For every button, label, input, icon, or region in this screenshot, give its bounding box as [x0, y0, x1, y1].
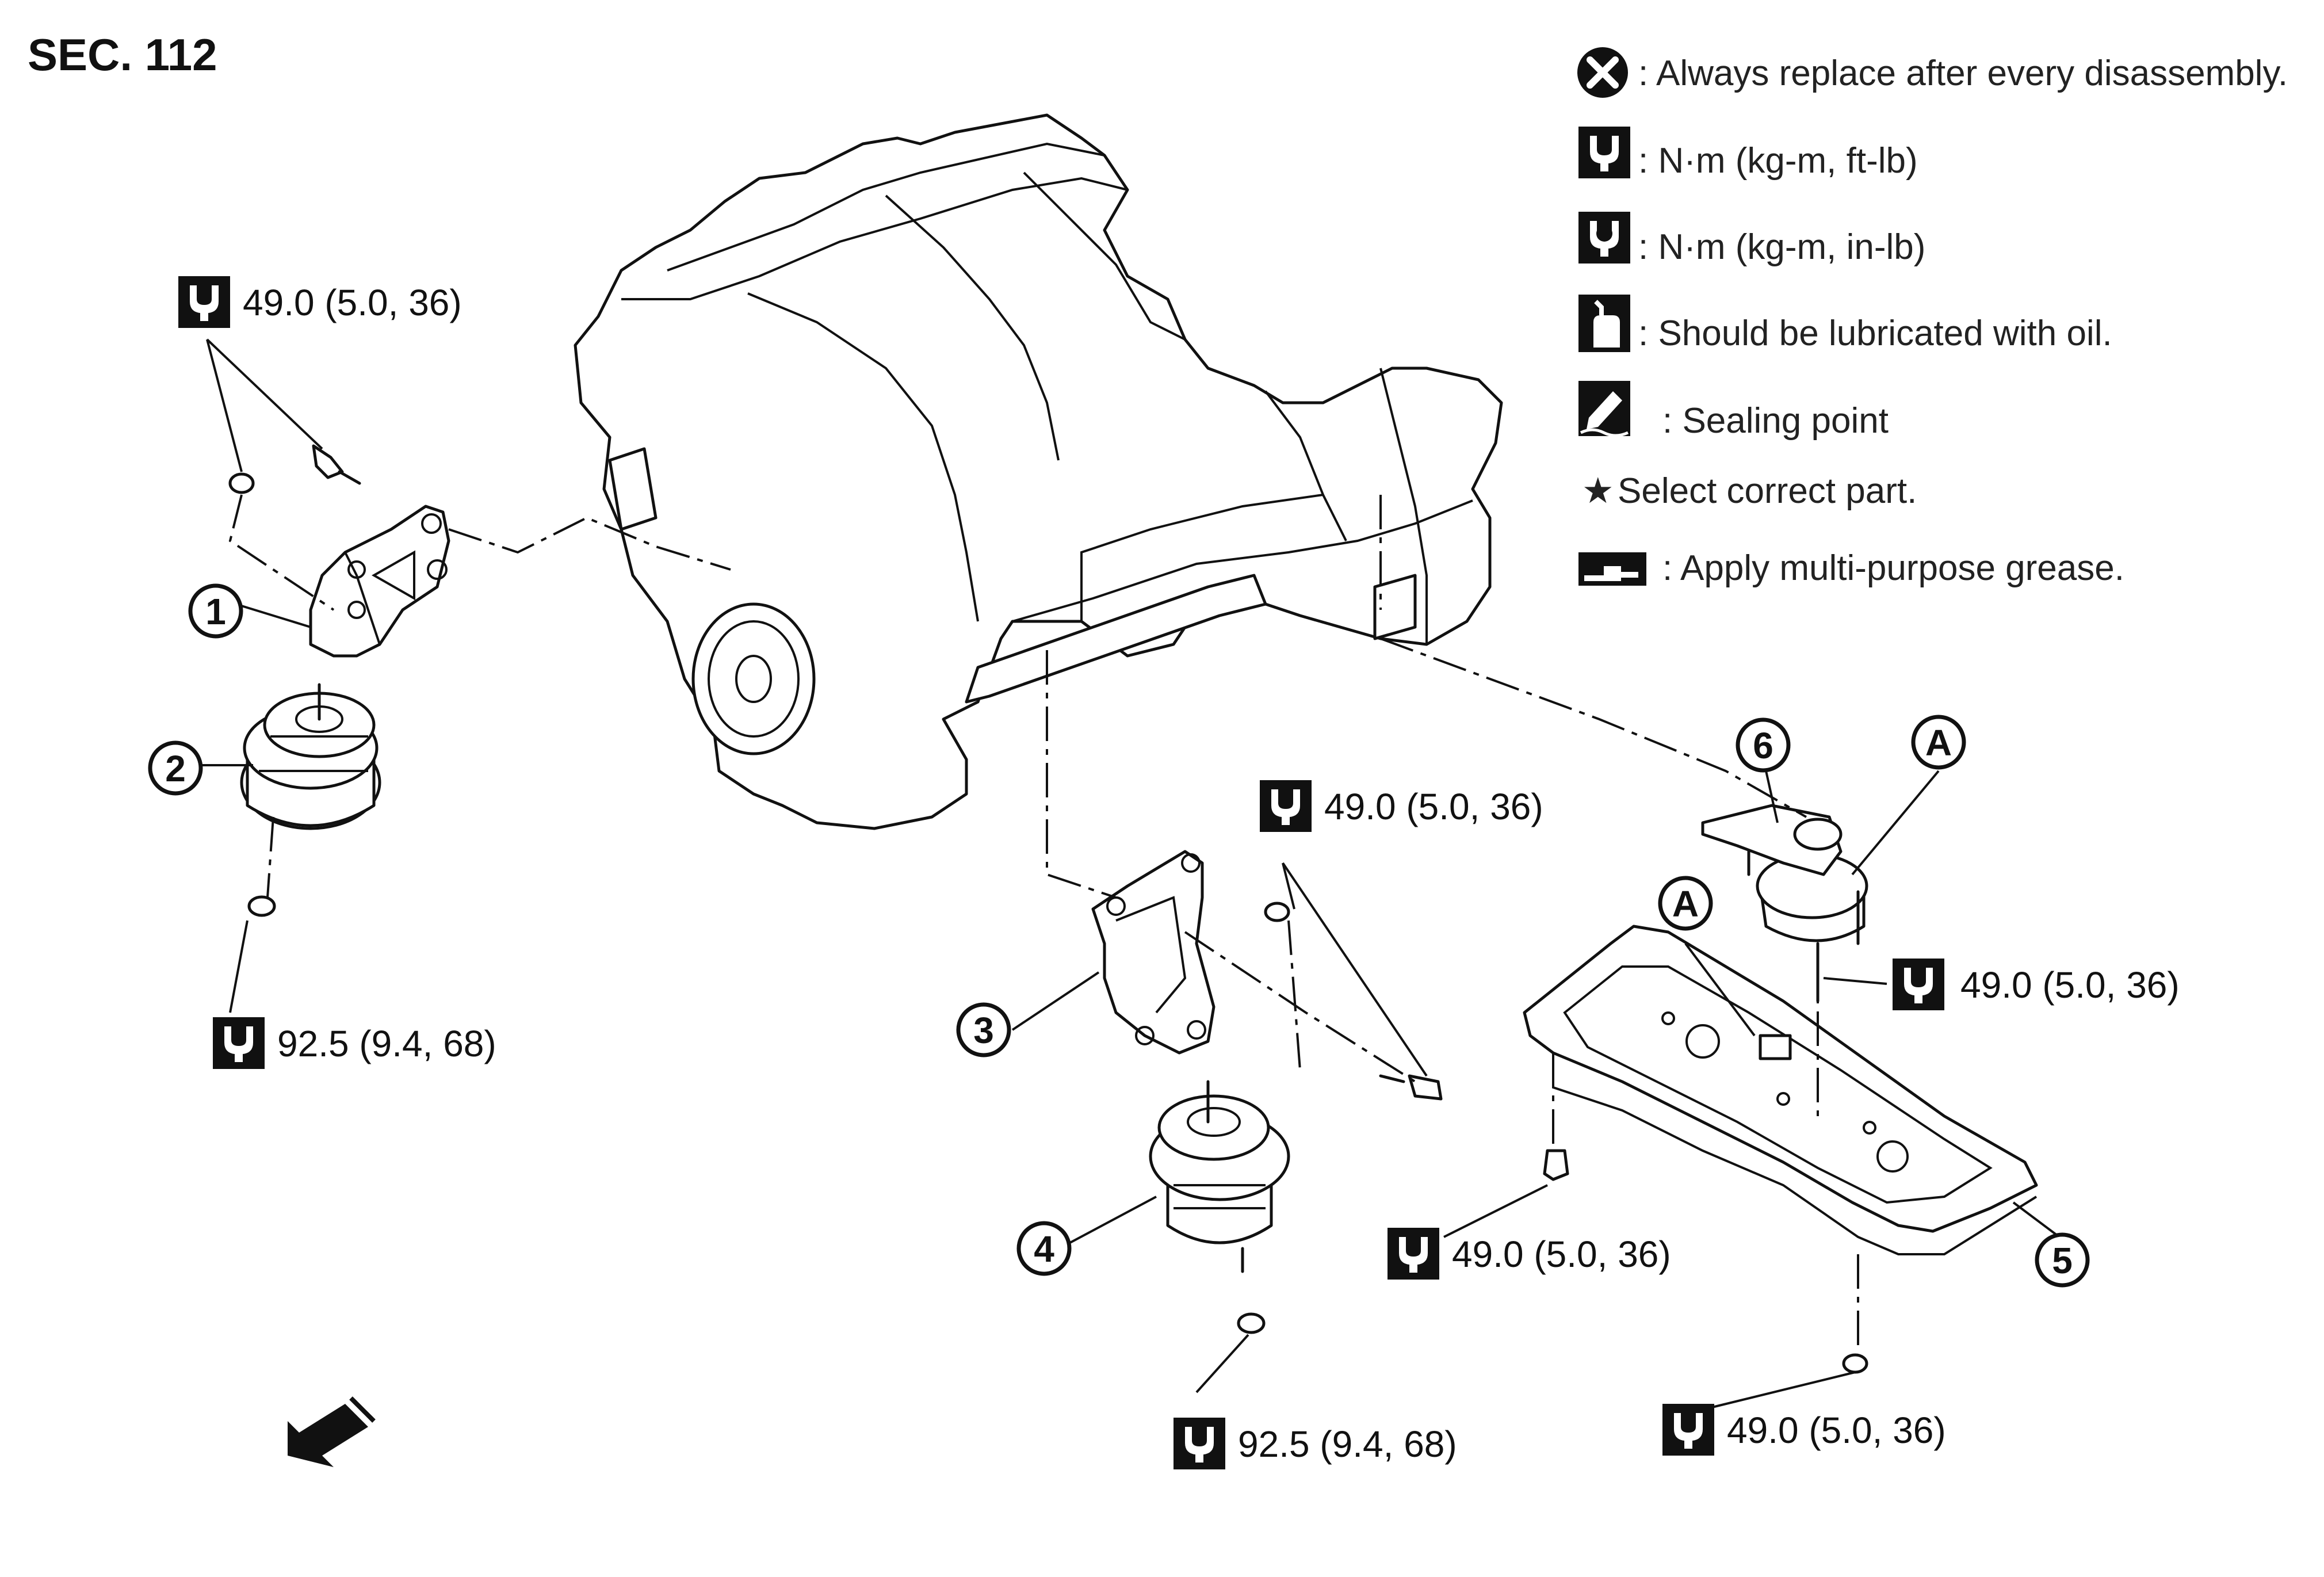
legend-item-oil: : Should be lubricated with oil.	[1638, 314, 2112, 353]
callout-2: 2	[148, 740, 203, 796]
torque-spec-7: 49.0 (5.0, 36)	[1662, 1404, 1946, 1456]
callout-a-upper: A	[1911, 715, 1966, 770]
torque-wrench-icon	[1387, 1228, 1439, 1280]
legend-item-replace: : Always replace after every disassembly…	[1638, 54, 2288, 93]
legend-item-sealing: : Sealing point	[1662, 401, 1889, 441]
torque-spec-6: 49.0 (5.0, 36)	[1387, 1228, 1671, 1280]
torque-spec-3-text: 49.0 (5.0, 36)	[1324, 786, 1543, 827]
torque-spec-4-text: 92.5 (9.4, 68)	[1238, 1423, 1457, 1465]
oil-can-icon	[1578, 295, 1630, 352]
grease-gun-icon	[1578, 552, 1646, 586]
torque-spec-4: 92.5 (9.4, 68)	[1174, 1418, 1457, 1469]
torque-spec-5: 49.0 (5.0, 36)	[1893, 959, 2180, 1010]
torque-wrench-icon	[213, 1017, 265, 1069]
torque-spec-2-text: 92.5 (9.4, 68)	[277, 1023, 496, 1064]
nut-rh-lower	[1237, 1312, 1266, 1334]
callout-4-label: 4	[1034, 1228, 1054, 1270]
callout-5: 5	[2035, 1232, 2090, 1288]
legend-item-select-part: Select correct part.	[1618, 471, 1917, 511]
callout-1: 1	[188, 583, 243, 639]
legend-item-torque-ftlb: : N·m (kg-m, ft-lb)	[1638, 141, 1918, 181]
torque-spec-1: 49.0 (5.0, 36)	[178, 276, 462, 328]
callout-a-lower: A	[1658, 876, 1713, 931]
callout-a-lower-label: A	[1672, 883, 1699, 925]
callout-6: 6	[1736, 717, 1791, 773]
section-title: SEC. 112	[28, 29, 217, 80]
leader-lines	[201, 338, 2061, 1411]
torque-wrench-icon	[1578, 127, 1630, 178]
callout-1-label: 1	[205, 591, 226, 632]
legend: : Always replace after every disassembly…	[1577, 47, 2288, 588]
torque-wrench-icon	[178, 276, 230, 328]
engine-mount-insulator-lh	[240, 683, 381, 830]
sealing-point-icon	[1578, 381, 1630, 437]
crank-pulley	[691, 602, 816, 755]
engine-mounting-bracket-lh	[309, 505, 450, 658]
torque-wrench-icon	[1174, 1418, 1225, 1469]
callout-3-label: 3	[973, 1010, 994, 1051]
nut-lh-lower	[247, 895, 276, 917]
legend-item-torque-inlb: : N·m (kg-m, in-lb)	[1638, 227, 1925, 267]
torque-spec-6-text: 49.0 (5.0, 36)	[1452, 1234, 1671, 1275]
callout-2-label: 2	[165, 748, 186, 789]
front-direction-arrow-icon	[288, 1396, 376, 1467]
rear-engine-mounting-insulator	[1701, 804, 1868, 1003]
torque-spec-7-text: 49.0 (5.0, 36)	[1727, 1410, 1946, 1451]
callout-3: 3	[956, 1002, 1011, 1057]
star-icon: ★	[1582, 471, 1614, 511]
nut-rh-upper	[1264, 902, 1290, 922]
callout-4: 4	[1016, 1221, 1072, 1276]
callout-a-upper-label: A	[1925, 722, 1952, 763]
alignment-lines	[228, 494, 1859, 1352]
callout-5-label: 5	[2052, 1240, 2073, 1281]
torque-spec-3: 49.0 (5.0, 36)	[1260, 780, 1543, 832]
engine-mounting-bracket-rh	[1091, 850, 1215, 1055]
torque-wrench-icon	[1662, 1404, 1714, 1456]
bolt-lh-upper	[312, 444, 361, 485]
engine-mount-insulator-rh	[1149, 1080, 1290, 1273]
legend-item-grease: : Apply multi-purpose grease.	[1662, 548, 2124, 588]
torque-wrench-icon	[1893, 959, 1944, 1010]
torque-spec-1-text: 49.0 (5.0, 36)	[243, 282, 462, 323]
bolt-member-left	[1543, 1149, 1569, 1181]
torque-wrench-icon	[1260, 780, 1312, 832]
torque-wrench-inlb-icon	[1578, 212, 1630, 264]
replace-icon	[1577, 47, 1628, 98]
torque-spec-5-text: 49.0 (5.0, 36)	[1960, 964, 2180, 1006]
bolt-rh-side	[1379, 1074, 1443, 1101]
nut-member-right	[1842, 1353, 1868, 1374]
engine-transmission-assembly	[574, 113, 1503, 830]
callout-6-label: 6	[1753, 725, 1773, 766]
torque-spec-2: 92.5 (9.4, 68)	[213, 1017, 496, 1069]
nut-lh-upper	[228, 472, 255, 494]
rear-engine-mounting-member	[1523, 925, 2038, 1255]
